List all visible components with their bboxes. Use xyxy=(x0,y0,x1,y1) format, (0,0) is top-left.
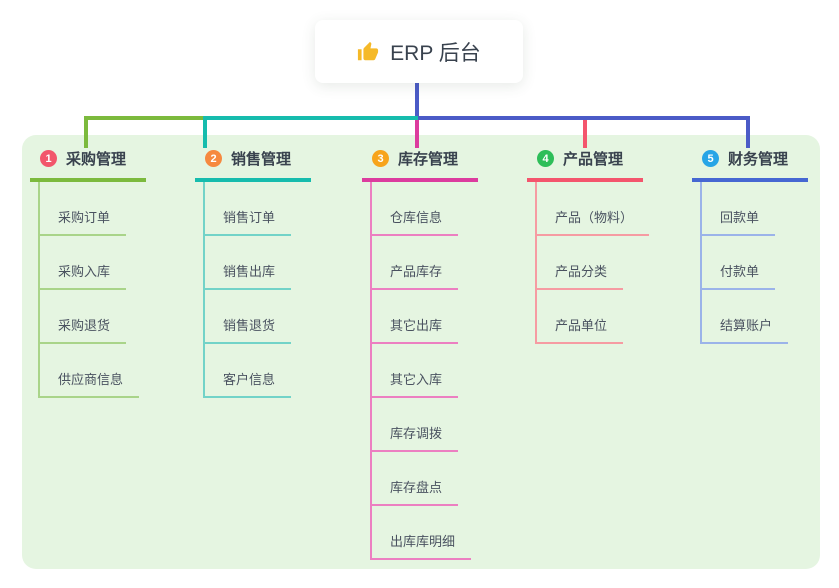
branch-label: 库存管理 xyxy=(398,151,459,168)
child-label: 库存盘点 xyxy=(372,477,459,506)
branch-number-badge: 5 xyxy=(702,150,719,167)
branch-children: 仓库信息 产品库存 其它出库 其它入库 库存调拨 库存盘点 出库库明细 xyxy=(370,182,472,560)
branch-4: 4 产品管理 产品（物料） 产品分类 产品单位 xyxy=(527,146,650,344)
branch-number-badge: 1 xyxy=(40,150,57,167)
branch-1: 1 采购管理 采购订单 采购入库 采购退货 供应商信息 xyxy=(30,146,146,398)
child-label: 出库库明细 xyxy=(372,531,472,560)
child-node[interactable]: 结算账户 xyxy=(702,290,789,344)
branch-3: 3 库存管理 仓库信息 产品库存 其它出库 其它入库 库存调拨 库存盘点 出库库… xyxy=(362,146,478,560)
child-label: 产品库存 xyxy=(372,261,459,290)
connector-drop-inventory xyxy=(415,118,419,148)
child-node[interactable]: 出库库明细 xyxy=(372,506,472,560)
child-label: 产品（物料） xyxy=(537,207,650,236)
child-label: 付款单 xyxy=(702,261,776,290)
child-node[interactable]: 销售订单 xyxy=(205,182,292,236)
branch-header[interactable]: 2 销售管理 xyxy=(195,146,311,182)
child-node[interactable]: 供应商信息 xyxy=(40,344,140,398)
branch-children: 销售订单 销售出库 销售退货 客户信息 xyxy=(203,182,292,398)
child-label: 其它入库 xyxy=(372,369,459,398)
connector-root-stem xyxy=(415,83,419,120)
child-label: 采购订单 xyxy=(40,207,127,236)
child-node[interactable]: 其它出库 xyxy=(372,290,471,344)
child-node[interactable]: 产品（物料） xyxy=(537,182,650,236)
child-label: 产品单位 xyxy=(537,315,624,344)
branch-label: 销售管理 xyxy=(231,151,292,168)
child-node[interactable]: 产品分类 xyxy=(537,236,649,290)
branch-label: 财务管理 xyxy=(728,151,789,168)
branch-children: 回款单 付款单 结算账户 xyxy=(700,182,789,344)
child-label: 产品分类 xyxy=(537,261,624,290)
root-node[interactable]: ERP 后台 xyxy=(315,20,523,83)
child-node[interactable]: 采购入库 xyxy=(40,236,139,290)
branch-header[interactable]: 5 财务管理 xyxy=(692,146,808,182)
child-label: 库存调拨 xyxy=(372,423,459,452)
child-label: 销售退货 xyxy=(205,315,292,344)
child-node[interactable]: 产品库存 xyxy=(372,236,471,290)
root-title: ERP 后台 xyxy=(390,41,481,65)
child-label: 其它出库 xyxy=(372,315,459,344)
branch-children: 采购订单 采购入库 采购退货 供应商信息 xyxy=(38,182,140,398)
child-label: 仓库信息 xyxy=(372,207,459,236)
child-node[interactable]: 产品单位 xyxy=(537,290,649,344)
branch-label: 采购管理 xyxy=(66,151,127,168)
child-label: 采购入库 xyxy=(40,261,127,290)
connector-rail-sales xyxy=(203,116,418,120)
branches-panel xyxy=(22,135,820,569)
child-node[interactable]: 销售退货 xyxy=(205,290,292,344)
child-label: 销售出库 xyxy=(205,261,292,290)
branch-header[interactable]: 3 库存管理 xyxy=(362,146,478,182)
branch-header[interactable]: 1 采购管理 xyxy=(30,146,146,182)
child-label: 客户信息 xyxy=(205,369,292,398)
branch-number-badge: 4 xyxy=(537,150,554,167)
thumbs-up-icon xyxy=(357,41,379,63)
child-node[interactable]: 客户信息 xyxy=(205,344,292,398)
child-label: 结算账户 xyxy=(702,315,789,344)
connector-rail-purchase xyxy=(84,116,205,120)
child-node[interactable]: 采购订单 xyxy=(40,182,139,236)
connector-drop-finance xyxy=(746,116,750,148)
branch-number-badge: 3 xyxy=(372,150,389,167)
child-node[interactable]: 回款单 xyxy=(702,182,788,236)
branch-children: 产品（物料） 产品分类 产品单位 xyxy=(535,182,650,344)
child-node[interactable]: 其它入库 xyxy=(372,344,471,398)
branch-label: 产品管理 xyxy=(563,151,624,168)
connector-drop-purchase xyxy=(84,116,88,148)
connector-drop-product xyxy=(583,118,587,148)
branch-header[interactable]: 4 产品管理 xyxy=(527,146,643,182)
child-label: 销售订单 xyxy=(205,207,292,236)
child-node[interactable]: 付款单 xyxy=(702,236,788,290)
child-node[interactable]: 销售出库 xyxy=(205,236,292,290)
connector-rail-finance xyxy=(418,116,750,120)
branch-number-badge: 2 xyxy=(205,150,222,167)
child-node[interactable]: 库存调拨 xyxy=(372,398,471,452)
branch-2: 2 销售管理 销售订单 销售出库 销售退货 客户信息 xyxy=(195,146,311,398)
connector-drop-sales xyxy=(203,116,207,148)
child-label: 回款单 xyxy=(702,207,776,236)
child-node[interactable]: 采购退货 xyxy=(40,290,139,344)
child-node[interactable]: 库存盘点 xyxy=(372,452,471,506)
child-label: 供应商信息 xyxy=(40,369,140,398)
child-label: 采购退货 xyxy=(40,315,127,344)
child-node[interactable]: 仓库信息 xyxy=(372,182,471,236)
branch-5: 5 财务管理 回款单 付款单 结算账户 xyxy=(692,146,808,344)
